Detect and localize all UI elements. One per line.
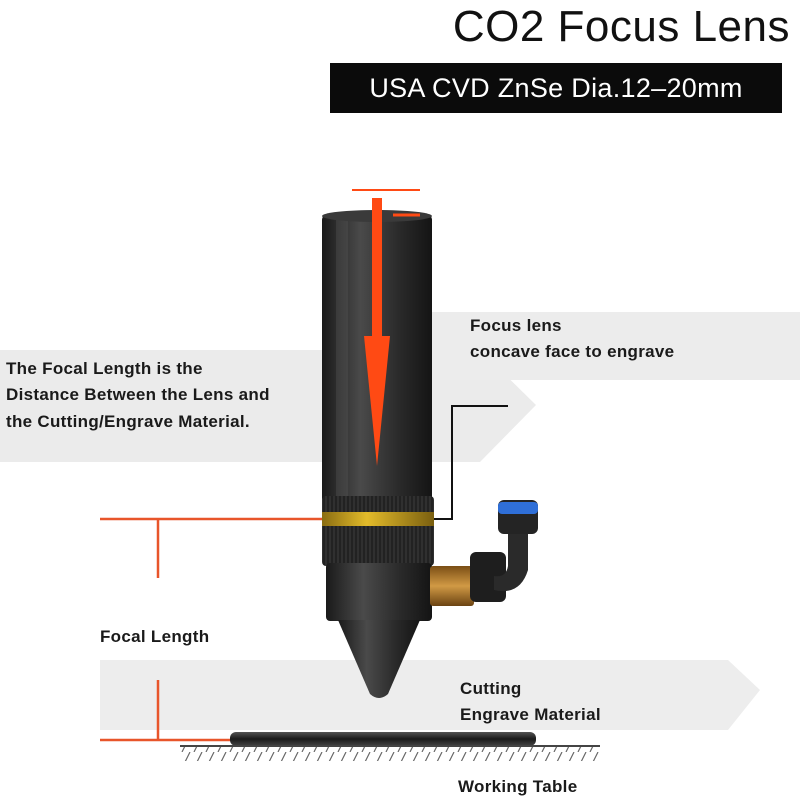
focal-definition-line: the Cutting/Engrave Material. [6, 411, 250, 431]
material-label: Cutting Engrave Material [460, 676, 601, 729]
focal-length-band [100, 660, 760, 730]
focal-definition-text: The Focal Length is the Distance Between… [6, 356, 270, 435]
focal-definition-line: The Focal Length is the [6, 359, 203, 378]
material-line: Cutting [460, 679, 522, 698]
focal-definition-line: Distance Between the Lens and [6, 385, 270, 405]
focus-lens-leader [434, 405, 508, 520]
material-line: Engrave Material [460, 705, 601, 725]
subtitle-banner: USA CVD ZnSe Dia.12–20mm [330, 63, 782, 113]
page-title: CO2 Focus Lens [452, 2, 790, 51]
focus-lens-title: Focus lens [470, 316, 562, 335]
focus-lens-note: concave face to engrave [470, 342, 675, 362]
subtitle-text: USA CVD ZnSe Dia.12–20mm [369, 73, 743, 103]
working-table-label: Working Table [458, 777, 578, 796]
laser-beam-arrow-icon [352, 189, 420, 466]
focus-lens-band [430, 312, 800, 380]
focus-lens-label: Focus lens concave face to engrave [470, 313, 674, 366]
air-assist-fitting-icon [430, 500, 538, 606]
focal-length-label: Focal Length [100, 627, 210, 646]
working-table-hatch-icon [180, 732, 600, 761]
